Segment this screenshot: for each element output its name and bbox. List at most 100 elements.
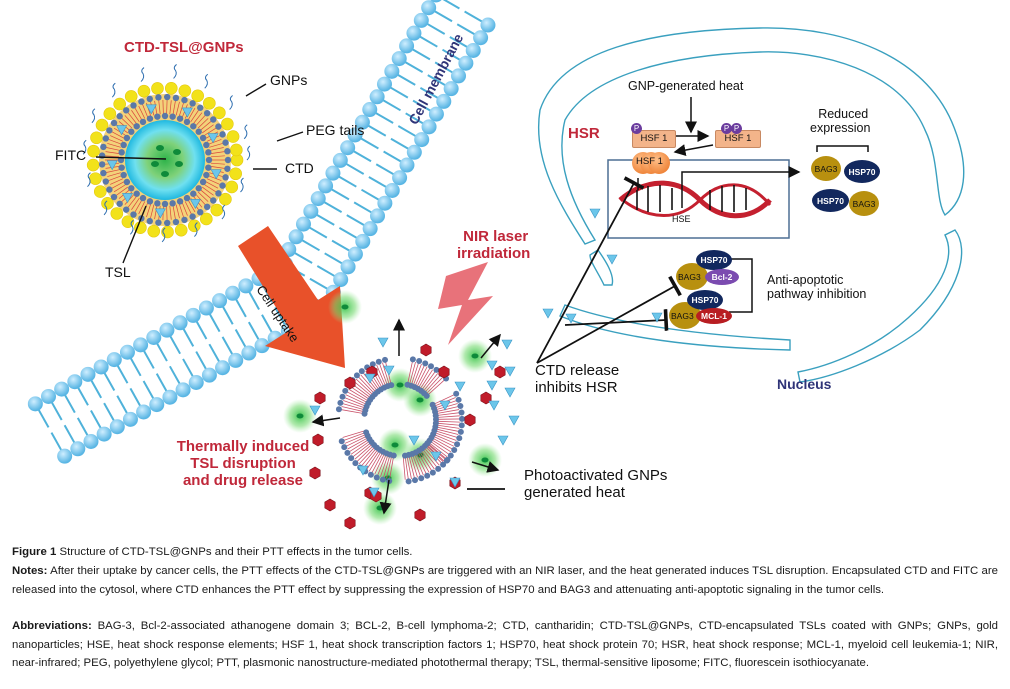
lipid-head (384, 63, 400, 79)
outer-head (409, 356, 416, 363)
nucleus-envelope (538, 27, 965, 383)
lipid-tail (331, 239, 351, 252)
lipid-tail (347, 438, 367, 450)
peg-tail (129, 219, 134, 235)
ctd-triangle (606, 254, 618, 265)
phosphate-badge-1: P (721, 123, 732, 134)
photo-line-1: Photoactivated GNPs (524, 467, 668, 484)
ctd-triangle (504, 387, 516, 398)
inner-head (205, 156, 213, 164)
outer-head (458, 422, 465, 429)
gold-nanoparticle (137, 84, 151, 98)
lipid-tail (426, 377, 443, 394)
outer-head (348, 455, 355, 462)
lipid-tail (433, 438, 453, 450)
gold-nanoparticle (203, 96, 216, 110)
gold-nanoparticle (221, 117, 234, 131)
lipid-head (80, 366, 96, 382)
lipid-tail (425, 375, 441, 393)
thermal-line-2: TSL disruption (190, 454, 296, 472)
figure-diagram: CTD-TSL@GNPs GNPs PEG tails FITC CTD TSL… (27, 0, 965, 530)
lipid-tail (338, 227, 359, 240)
outer-head (382, 356, 389, 363)
lipid-tail (427, 379, 445, 395)
lipid-tail (427, 74, 447, 87)
outer-head (444, 456, 451, 463)
lipid-tail (423, 373, 439, 391)
lipid-tail (389, 86, 409, 99)
outer-head (110, 119, 118, 127)
lipid-tail (90, 410, 103, 430)
gold-nanoparticle-heated (420, 343, 432, 357)
figure-title: Structure of CTD-TSL@GNPs and their PTT … (59, 546, 413, 558)
peg-tail (82, 139, 87, 155)
inner-head (154, 113, 161, 120)
lipid-tail (402, 457, 406, 480)
gold-nanoparticle (213, 106, 226, 120)
lipid-tail (406, 457, 412, 479)
lipid-tail (416, 366, 428, 387)
outer-head (219, 182, 226, 189)
gold-nanoparticle-heated (480, 391, 492, 405)
lipid-tail (352, 443, 371, 458)
lipid-tail (208, 139, 222, 145)
lipid-tail (182, 327, 195, 347)
inner-head (363, 429, 370, 436)
lipid-tail (142, 104, 149, 118)
lipid-tail (344, 434, 366, 444)
lipid-tail (437, 420, 460, 423)
lipid-tail (210, 155, 225, 158)
outer-head (454, 441, 461, 448)
gold-nanoparticle (226, 130, 240, 143)
lipid-tail (203, 127, 217, 136)
reduced-line-2: expression (810, 121, 871, 135)
outer-head (210, 116, 217, 123)
inner-head (183, 118, 191, 126)
lipid-tail (341, 406, 364, 412)
outer-head (146, 95, 153, 103)
lipid-head (347, 127, 363, 143)
outer-head (189, 213, 196, 220)
outer-head (224, 148, 231, 155)
outer-head (373, 474, 380, 481)
gold-nanoparticle (101, 197, 114, 210)
hsr-arrows (637, 97, 869, 313)
lipid-tail (435, 432, 457, 441)
lipid-tail (105, 151, 120, 154)
ctd-molecules (309, 208, 663, 498)
lipid-tail (210, 162, 225, 165)
ctd-triangle (508, 415, 520, 426)
lipid-tail (343, 400, 365, 409)
outer-head (222, 139, 229, 146)
gold-nanoparticle (191, 89, 204, 103)
lipid-tail (337, 175, 357, 188)
fitc-dot (376, 505, 384, 511)
lipid-head (119, 344, 135, 360)
lipid-head (93, 359, 109, 375)
lipid-head (443, 81, 459, 97)
outer-head (102, 135, 109, 142)
inner-head (423, 392, 430, 399)
lipid-tail (127, 196, 137, 208)
lipid-tail (425, 22, 446, 35)
lipid-tail (345, 394, 366, 405)
lipid-head (406, 25, 422, 41)
ctd-release-label: CTD release inhibits HSR (535, 362, 619, 397)
lipid-tail (111, 181, 125, 189)
outer-head (458, 409, 465, 416)
lipid-tail (274, 306, 287, 327)
lipid-tail (412, 455, 421, 477)
lipid-tail (346, 391, 367, 403)
label-fitc: FITC (55, 147, 87, 163)
ctd-triangle (154, 208, 166, 219)
inner-head (190, 190, 197, 197)
lipid-head (354, 114, 370, 130)
thermal-line-1: Thermally induced (176, 438, 310, 455)
fitc-dot (396, 382, 404, 388)
outer-head (429, 469, 436, 476)
outer-head (100, 143, 107, 151)
lipid-head (370, 208, 386, 224)
ctd-triangle (145, 104, 157, 115)
fitc-dot (341, 304, 349, 310)
peg-tail (161, 227, 166, 243)
